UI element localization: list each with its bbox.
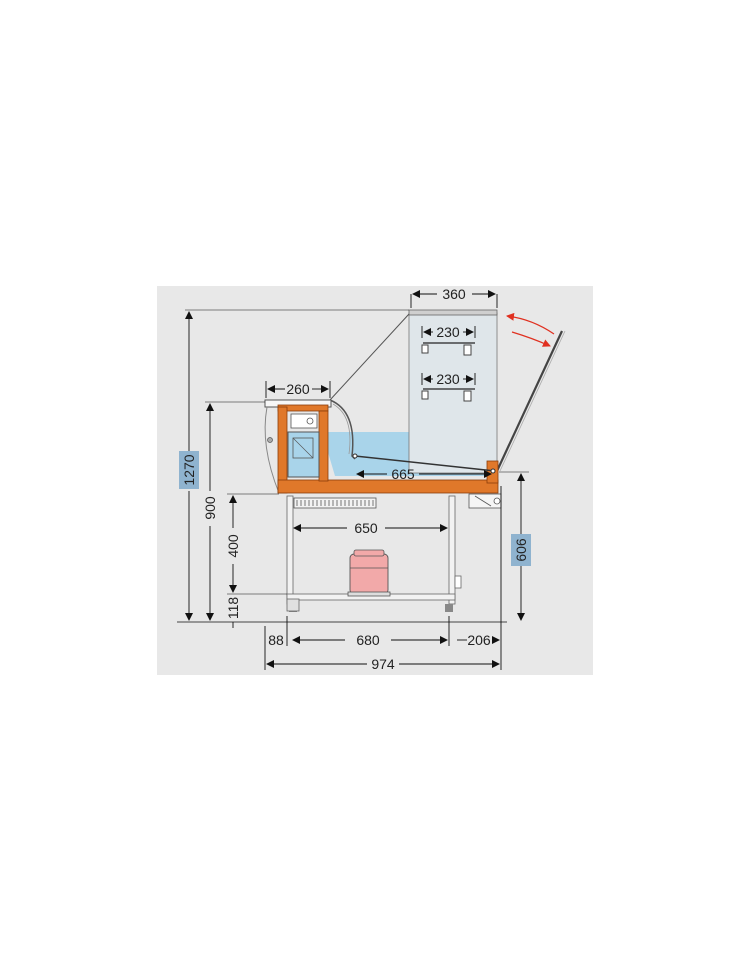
orange-frame: [277, 404, 499, 494]
dim-foot-height: 118: [225, 597, 241, 620]
dimension-lines: [185, 290, 529, 670]
dim-shelf-upper: 230: [436, 324, 460, 340]
display-case-section-diagram: 360 230 230 260 665 650 88 680 206 974 1…: [157, 286, 593, 675]
diagram-canvas: 360 230 230 260 665 650 88 680 206 974 1…: [177, 286, 566, 672]
top-canopy: [408, 309, 498, 316]
lid-open-arrow-upper: [506, 312, 555, 335]
dim-side-height: 606: [513, 538, 529, 562]
lower-shelf: [421, 388, 475, 402]
cold-zone-glass: [322, 432, 353, 476]
overall-height-highlight: [179, 451, 199, 489]
compressor: [347, 549, 391, 597]
dim-left-offset: 88: [268, 632, 284, 648]
dim-tray: 665: [391, 466, 415, 482]
upper-shelf: [421, 342, 475, 356]
dim-counter-height: 900: [202, 496, 218, 520]
dim-overall-height: 1270: [181, 454, 197, 485]
lid-open-arrow-lower: [511, 331, 551, 347]
dim-top-width: 360: [442, 286, 466, 302]
left-side-panel: [264, 406, 280, 494]
dim-right-offset: 206: [467, 632, 491, 648]
front-glass: [329, 313, 410, 401]
dimension-labels: 360 230 230 260 665 650 88 680 206 974 1…: [181, 286, 529, 672]
dim-base-shelf: 650: [354, 520, 378, 536]
side-height-highlight: [511, 534, 531, 566]
refrigeration-grille: [293, 497, 377, 509]
curved-glass: [329, 399, 356, 460]
dim-overall-depth: 974: [371, 656, 395, 672]
dim-service-top: 260: [286, 381, 310, 397]
dim-shelf-lower: 230: [436, 371, 460, 387]
dim-frame-width: 680: [356, 632, 380, 648]
display-case-structure: [177, 309, 566, 623]
display-tray: [354, 455, 496, 472]
dim-cabinet-height: 400: [225, 534, 241, 558]
opening-lid: [496, 330, 563, 472]
